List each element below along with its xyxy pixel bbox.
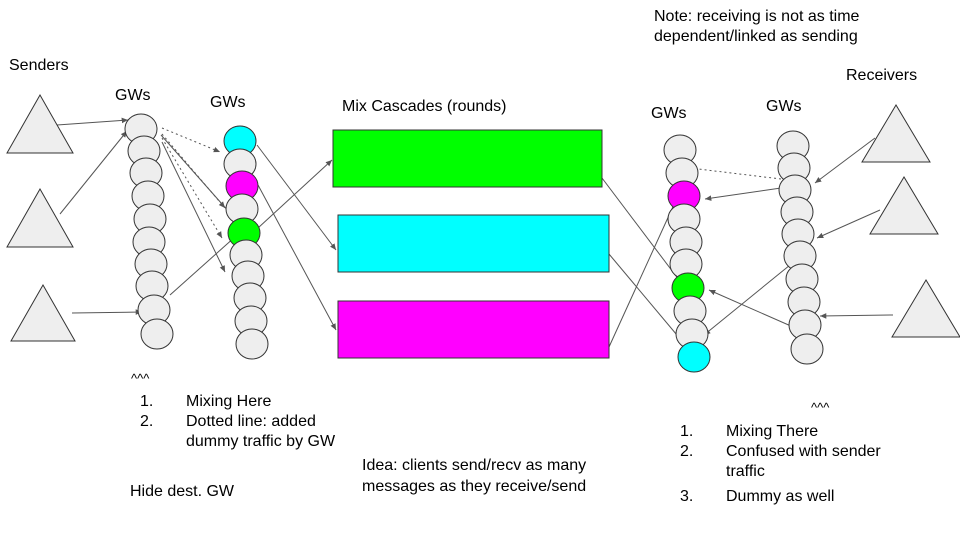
carets-right: ^^^ (811, 400, 830, 415)
list-text: Dummy as well (726, 488, 835, 505)
list-text: Dotted line: added dummy traffic by GW (186, 413, 336, 450)
list-item: 2. Dotted line: added dummy traffic by GW (140, 412, 336, 452)
gw-arrow (704, 187, 782, 201)
receiver-triangle (891, 279, 960, 338)
gateway-node (677, 341, 711, 373)
list-number: 3. (680, 488, 694, 505)
list-number: 1. (140, 393, 154, 410)
dummy-traffic-arrow (689, 165, 782, 180)
list-text: Confused with sender traffic (726, 443, 881, 480)
gw-arrow (703, 264, 791, 336)
dummy-traffic-arrow (161, 133, 226, 209)
gateway-node (790, 333, 824, 365)
cascade-cyan-box (337, 214, 610, 273)
senders-label: Senders (9, 57, 69, 74)
receiver-gws-left-label: GWs (651, 105, 687, 122)
receiver-arrow (819, 313, 894, 319)
list-item: 1. Mixing There (680, 422, 920, 442)
list-item: 3. Dummy as well (680, 487, 920, 507)
mix-cascades-label: Mix Cascades (rounds) (342, 98, 507, 115)
cascade-magenta-box (337, 300, 610, 359)
sender-arrow (56, 117, 129, 126)
sender-arrow (71, 309, 143, 315)
cascade-to-gw-arrow (608, 253, 688, 348)
gw-to-cascade-arrow (256, 144, 337, 251)
dummy-traffic-arrow (161, 127, 221, 153)
receiver-arrow (816, 209, 881, 239)
sender-gws-right-label: GWs (210, 94, 246, 111)
list-item: 2. Confused with sender traffic (680, 442, 886, 482)
receiver-triangle (869, 176, 939, 235)
dummy-traffic-arrow (161, 137, 223, 239)
receiver-arrow (814, 137, 876, 184)
carets-left: ^^^ (131, 371, 150, 386)
sender-triangle (6, 187, 74, 248)
gateway-node (140, 318, 174, 350)
sender-arrow (59, 130, 128, 215)
right-notes-list: 1. Mixing There 2. Confused with sender tr… (680, 422, 920, 507)
gateway-node (235, 328, 269, 360)
left-notes-list: 1. Mixing Here 2. Dotted line: added dummy… (140, 392, 380, 452)
sender-triangle (10, 283, 76, 342)
idea-text: Idea: clients send/recv as many messages… (362, 457, 587, 495)
sender-triangle (6, 93, 74, 154)
list-item: 1. Mixing Here (140, 392, 380, 412)
gw-to-cascade-arrow (257, 184, 337, 331)
list-number: 1. (680, 423, 694, 440)
cascade-to-gw-arrow (601, 177, 683, 285)
cascade-to-gw-arrow (608, 199, 677, 348)
list-number: 2. (680, 443, 694, 460)
cascade-green-box (332, 129, 603, 188)
list-text: Mixing There (726, 423, 819, 440)
list-number: 2. (140, 413, 154, 430)
hide-dest-text: Hide dest. GW (130, 483, 235, 500)
receiver-triangle (861, 104, 931, 163)
list-text: Mixing Here (186, 393, 272, 410)
sender-gws-left-label: GWs (115, 87, 151, 104)
gw-arrow (708, 289, 801, 331)
gw-to-cascade-arrow (257, 159, 333, 229)
receiver-gws-right-label: GWs (766, 98, 802, 115)
receivers-label: Receivers (846, 67, 918, 84)
gw-arrow (161, 141, 226, 273)
note-text: Note: receiving is not as time dependent… (654, 8, 860, 45)
